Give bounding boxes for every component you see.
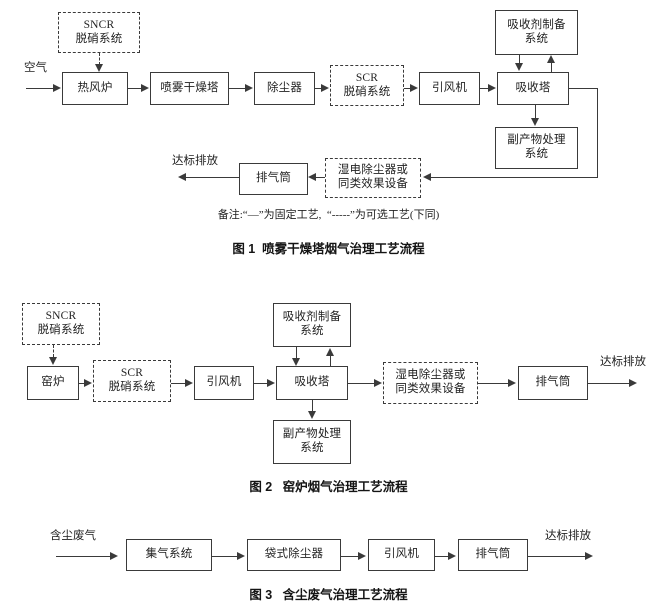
- fig2-arrow-fan-to-absorber: [267, 379, 275, 387]
- fig3-arrow-baghouse-to-fan: [358, 552, 366, 560]
- fig1-node-stack[interactable]: 排气筒: [239, 163, 308, 195]
- fig1-line-scr-to-fan: [404, 88, 411, 90]
- fig3-node-stack[interactable]: 排气筒: [458, 539, 528, 571]
- fig1-node-wet-esp[interactable]: 湿电除尘器或 同类效果设备: [325, 158, 421, 198]
- fig3-line-stack-to-discharge: [528, 556, 586, 558]
- fig1-arrow-spray-to-dust: [245, 84, 253, 92]
- fig1-arrow-absorber-to-byproduct: [530, 118, 539, 126]
- fig2-node-sncr[interactable]: SNCR 脱硝系统: [22, 303, 100, 345]
- fig2-arrow-scr-to-fan: [185, 379, 193, 387]
- fig1-arrow-furnace-to-spray: [141, 84, 149, 92]
- fig2-node-kiln[interactable]: 窑炉: [27, 366, 79, 400]
- fig2-line-kiln-to-scr: [79, 383, 85, 385]
- fig2-node-byproduct-treatment[interactable]: 副产物处理 系统: [273, 420, 351, 464]
- fig1-node-hot-blast-furnace[interactable]: 热风炉: [62, 72, 128, 105]
- fig3-line-fan-to-stack: [435, 556, 449, 558]
- fig3-node-induced-draft-fan[interactable]: 引风机: [368, 539, 435, 571]
- fig3-line-baghouse-to-fan: [341, 556, 359, 558]
- fig2-line-sorbent-to-absorber: [296, 347, 298, 358]
- fig1-line-fan-to-absorber: [480, 88, 489, 90]
- fig2-node-wet-esp[interactable]: 湿电除尘器或 同类效果设备: [383, 362, 478, 404]
- fig1-line-sorbent-to-absorber: [519, 55, 521, 64]
- fig1-node-sorbent-preparation[interactable]: 吸收剂制备 系统: [495, 10, 578, 55]
- fig1-arrow-scr-to-fan: [410, 84, 418, 92]
- fig1-line-absorber-to-byproduct: [535, 105, 537, 118]
- fig1-arrow-return-to-wesp: [423, 173, 431, 181]
- fig3-inlet-label: 含尘废气: [50, 530, 96, 542]
- fig3-outlet-label: 达标排放: [545, 530, 591, 542]
- fig1-line-wesp-to-stack: [316, 177, 326, 179]
- fig3-arrow-inlet-to-gather: [110, 552, 118, 560]
- fig1-node-induced-draft-fan[interactable]: 引风机: [419, 72, 480, 105]
- fig1-arrow-sncr-to-furnace: [94, 64, 103, 72]
- fig2-line-stack-to-discharge: [588, 383, 630, 385]
- fig2-node-absorber-tower[interactable]: 吸收塔: [276, 366, 348, 400]
- fig1-caption: 图 1 喷雾干燥塔烟气治理工艺流程: [232, 242, 425, 256]
- fig3-arrow-stack-to-discharge: [585, 552, 593, 560]
- fig2-line-absorber-to-sorbent: [330, 356, 332, 367]
- fig1-node-dust-collector[interactable]: 除尘器: [254, 72, 315, 105]
- fig3-arrow-gather-to-baghouse: [237, 552, 245, 560]
- fig2-arrow-absorber-to-wesp: [374, 379, 382, 387]
- fig2-line-absorber-to-wesp: [348, 383, 374, 385]
- fig2-node-sorbent-preparation[interactable]: 吸收剂制备 系统: [273, 303, 351, 347]
- fig1-line-furnace-to-spray: [128, 88, 142, 90]
- fig1-line-absorber-down: [597, 88, 599, 178]
- fig1-node-scr[interactable]: SCR 脱硝系统: [330, 65, 404, 106]
- fig1-line-absorber-to-sorbent: [551, 63, 553, 72]
- fig1-line-spray-to-dust: [229, 88, 246, 90]
- fig2-outlet-label: 达标排放: [600, 356, 646, 368]
- fig1-arrow-dust-to-scr: [321, 84, 329, 92]
- fig1-arrow-sorbent-to-absorber: [514, 63, 523, 71]
- fig1-arrow-air-to-furnace: [53, 84, 61, 92]
- fig2-arrow-wesp-to-stack: [508, 379, 516, 387]
- fig2-arrow-absorber-to-byproduct: [307, 411, 316, 419]
- fig2-caption: 图 2 窑炉烟气治理工艺流程: [249, 480, 408, 494]
- fig3-arrow-fan-to-stack: [448, 552, 456, 560]
- fig1-node-spray-drying-tower[interactable]: 喷雾干燥塔: [150, 72, 229, 105]
- fig3-node-gas-collection[interactable]: 集气系统: [126, 539, 212, 571]
- fig2-node-induced-draft-fan[interactable]: 引风机: [194, 366, 254, 400]
- fig3-line-gather-to-baghouse: [212, 556, 237, 558]
- fig2-arrow-sorbent-to-absorber: [291, 358, 300, 366]
- fig2-line-sncr-to-kiln: [53, 345, 54, 357]
- fig1-line-sncr-to-furnace: [99, 53, 100, 65]
- fig1-inlet-label: 空气: [24, 62, 47, 74]
- fig2-line-scr-to-fan: [171, 383, 186, 385]
- fig2-node-scr[interactable]: SCR 脱硝系统: [93, 360, 171, 402]
- fig1-line-absorber-right: [569, 88, 598, 90]
- fig1-arrow-wesp-to-stack: [308, 173, 316, 181]
- fig2-line-absorber-to-byproduct: [312, 400, 314, 411]
- fig1-line-air-to-furnace: [26, 88, 54, 90]
- fig1-line-dust-to-scr: [315, 88, 323, 90]
- fig2-arrow-sncr-to-kiln: [48, 357, 57, 365]
- fig1-arrow-fan-to-absorber: [488, 84, 496, 92]
- fig1-line-stack-to-discharge: [186, 177, 239, 179]
- fig2-arrow-stack-to-discharge: [629, 379, 637, 387]
- fig1-outlet-label: 达标排放: [172, 155, 218, 167]
- fig1-node-byproduct-treatment[interactable]: 副产物处理 系统: [495, 127, 578, 169]
- fig2-line-wesp-to-stack: [478, 383, 509, 385]
- fig2-arrow-absorber-to-sorbent: [325, 348, 334, 356]
- fig1-note: 备注:“—”为固定工艺, “-----”为可选工艺(下同): [217, 209, 440, 221]
- fig2-node-stack[interactable]: 排气筒: [518, 366, 588, 400]
- fig3-caption: 图 3 含尘废气治理工艺流程: [249, 588, 408, 602]
- fig2-line-fan-to-absorber: [254, 383, 268, 385]
- fig1-arrow-absorber-to-sorbent: [546, 55, 555, 63]
- fig1-node-sncr[interactable]: SNCR 脱硝系统: [58, 12, 140, 53]
- fig2-arrow-kiln-to-scr: [84, 379, 92, 387]
- fig1-line-return-to-wesp: [431, 177, 598, 179]
- fig3-line-inlet-to-gather: [56, 556, 111, 558]
- fig1-node-absorber-tower[interactable]: 吸收塔: [497, 72, 569, 105]
- fig1-arrow-stack-to-discharge: [178, 173, 186, 181]
- fig3-node-baghouse[interactable]: 袋式除尘器: [247, 539, 341, 571]
